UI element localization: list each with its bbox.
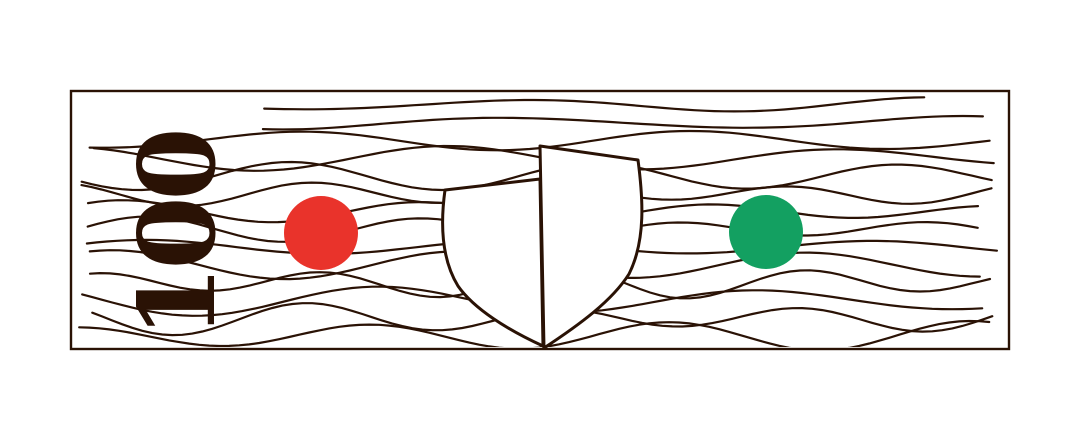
shield-right-half [538,144,644,350]
wave-line [261,114,984,131]
wave-line [263,96,926,113]
shield-emblem [441,144,644,350]
shield-left-half [441,177,545,348]
denomination-label: 100 [115,131,239,338]
wave-line [80,160,993,192]
green-dot [729,195,803,269]
red-dot [284,196,358,270]
wave-line [78,319,991,347]
